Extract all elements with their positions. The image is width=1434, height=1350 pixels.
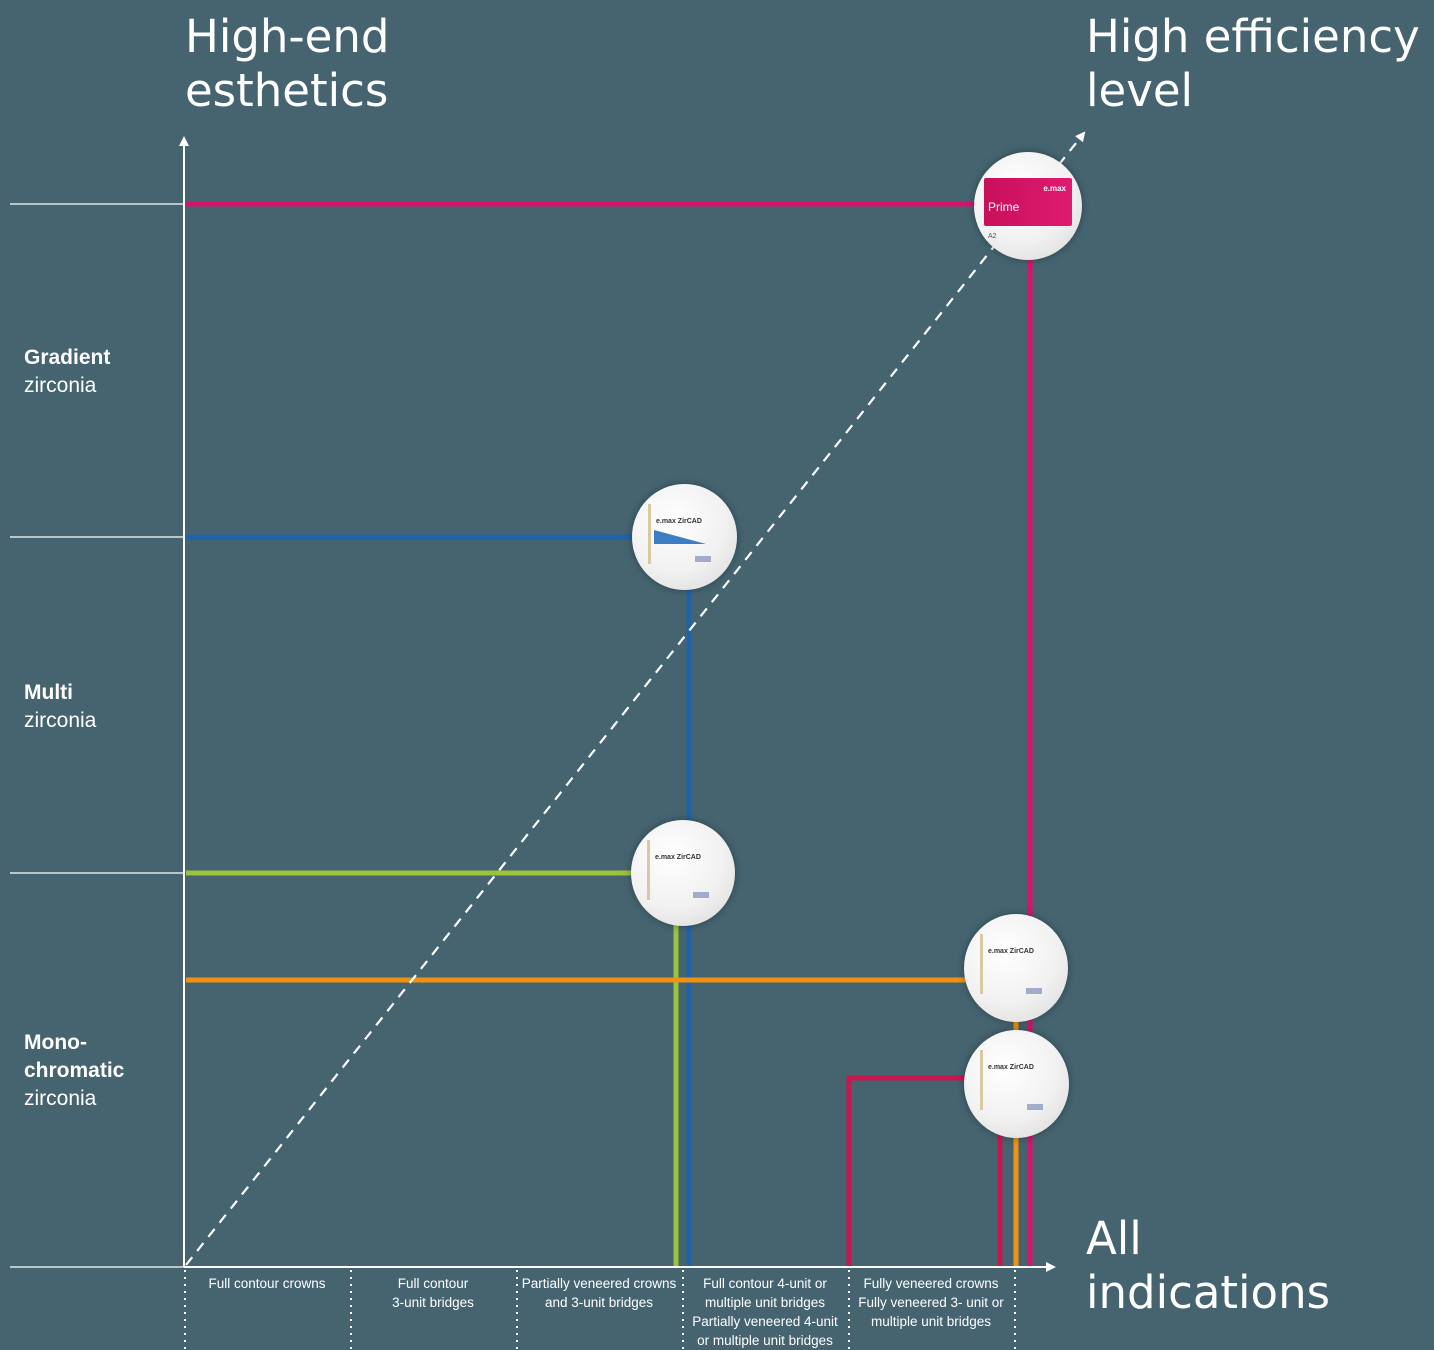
category-line: Fully veneered crowns (863, 1276, 999, 1291)
level-label-bold: Multi (24, 681, 73, 704)
disc-brand-text: e.max ZirCAD (988, 948, 1034, 955)
disc-stripe (980, 934, 983, 994)
efficiency-diagonal (185, 131, 1086, 1266)
level-label-gradient: Gradient zirconia (24, 344, 110, 400)
ivoclar-logo (695, 556, 711, 562)
diagonal-title: High efficiency level (1086, 10, 1426, 118)
mo-line (186, 977, 1019, 1267)
disc-stripe (648, 504, 651, 564)
category-line: Full contour (397, 1276, 469, 1291)
lt-disc-image: e.max ZirCAD (631, 820, 735, 926)
category-label: Full contour 3-unit bridges (350, 1274, 516, 1312)
ivoclar-logo (1026, 988, 1042, 994)
lt-line (186, 870, 679, 1267)
y-axis-title-text: High-end esthetics (185, 10, 390, 117)
disc-stripe (980, 1050, 983, 1110)
x-axis-title: All indications (1086, 1212, 1386, 1320)
mt-line-left (846, 1075, 1003, 1267)
ivoclar-logo (1027, 1104, 1043, 1110)
level-label-bold: Gradient (24, 346, 111, 369)
category-label: Partially veneered crowns and 3-unit bri… (516, 1274, 682, 1312)
category-line: Full contour crowns (208, 1276, 326, 1291)
category-line: and 3-unit bridges (544, 1295, 654, 1310)
multi-line (186, 534, 692, 1267)
category-line: or multiple unit bridges (697, 1333, 833, 1348)
disc-product-text: Prime (988, 200, 1020, 214)
category-line: 3-unit bridges (392, 1295, 474, 1310)
category-line: Full contour 4-unit or (703, 1276, 827, 1291)
mo-disc-image: e.max ZirCAD (964, 914, 1068, 1022)
level-label-normal: zirconia (24, 374, 97, 397)
ivoclar-logo (693, 892, 709, 898)
category-line: multiple unit bridges (870, 1314, 992, 1329)
y-axis-title: High-end esthetics (185, 10, 405, 118)
disc-stripe (647, 840, 650, 900)
category-label: Full contour crowns (184, 1274, 350, 1293)
disc-brand-text: e.max ZirCAD (655, 854, 701, 861)
disc-brand-text: e.max ZirCAD (988, 1064, 1034, 1071)
mt-disc-image: e.max ZirCAD (964, 1030, 1069, 1138)
disc-shade-text: A2 (988, 233, 997, 240)
category-line: Fully veneered 3- unit or (858, 1295, 1004, 1310)
disc-color-wedge (654, 530, 706, 544)
diagonal-title-text: High efficiency level (1086, 10, 1420, 117)
level-label-multi: Multi zirconia (24, 679, 96, 735)
level-label-normal: zirconia (24, 709, 97, 732)
prime-disc-image: e.max Prime A2 (974, 152, 1082, 260)
category-label: Fully veneered crowns Fully veneered 3- … (848, 1274, 1014, 1331)
x-axis-title-text: All indications (1086, 1212, 1331, 1319)
level-label-monochromatic: Mono- chromatic zirconia (24, 1029, 124, 1113)
prime-disc-label: e.max Prime A2 (984, 178, 1072, 240)
category-line: Partially veneered 4-unit (692, 1314, 838, 1329)
multi-disc-image: e.max ZirCAD (632, 484, 737, 590)
category-label: Full contour 4-unit or multiple unit bri… (682, 1274, 848, 1350)
prime-line (186, 201, 1033, 1267)
level-label-bold: Mono- chromatic (24, 1031, 125, 1082)
category-line: Partially veneered crowns (521, 1276, 677, 1291)
disc-brand-text: e.max (1043, 184, 1066, 193)
level-label-normal: zirconia (24, 1087, 97, 1110)
disc-brand-text: e.max ZirCAD (656, 518, 702, 525)
category-line: multiple unit bridges (704, 1295, 826, 1310)
